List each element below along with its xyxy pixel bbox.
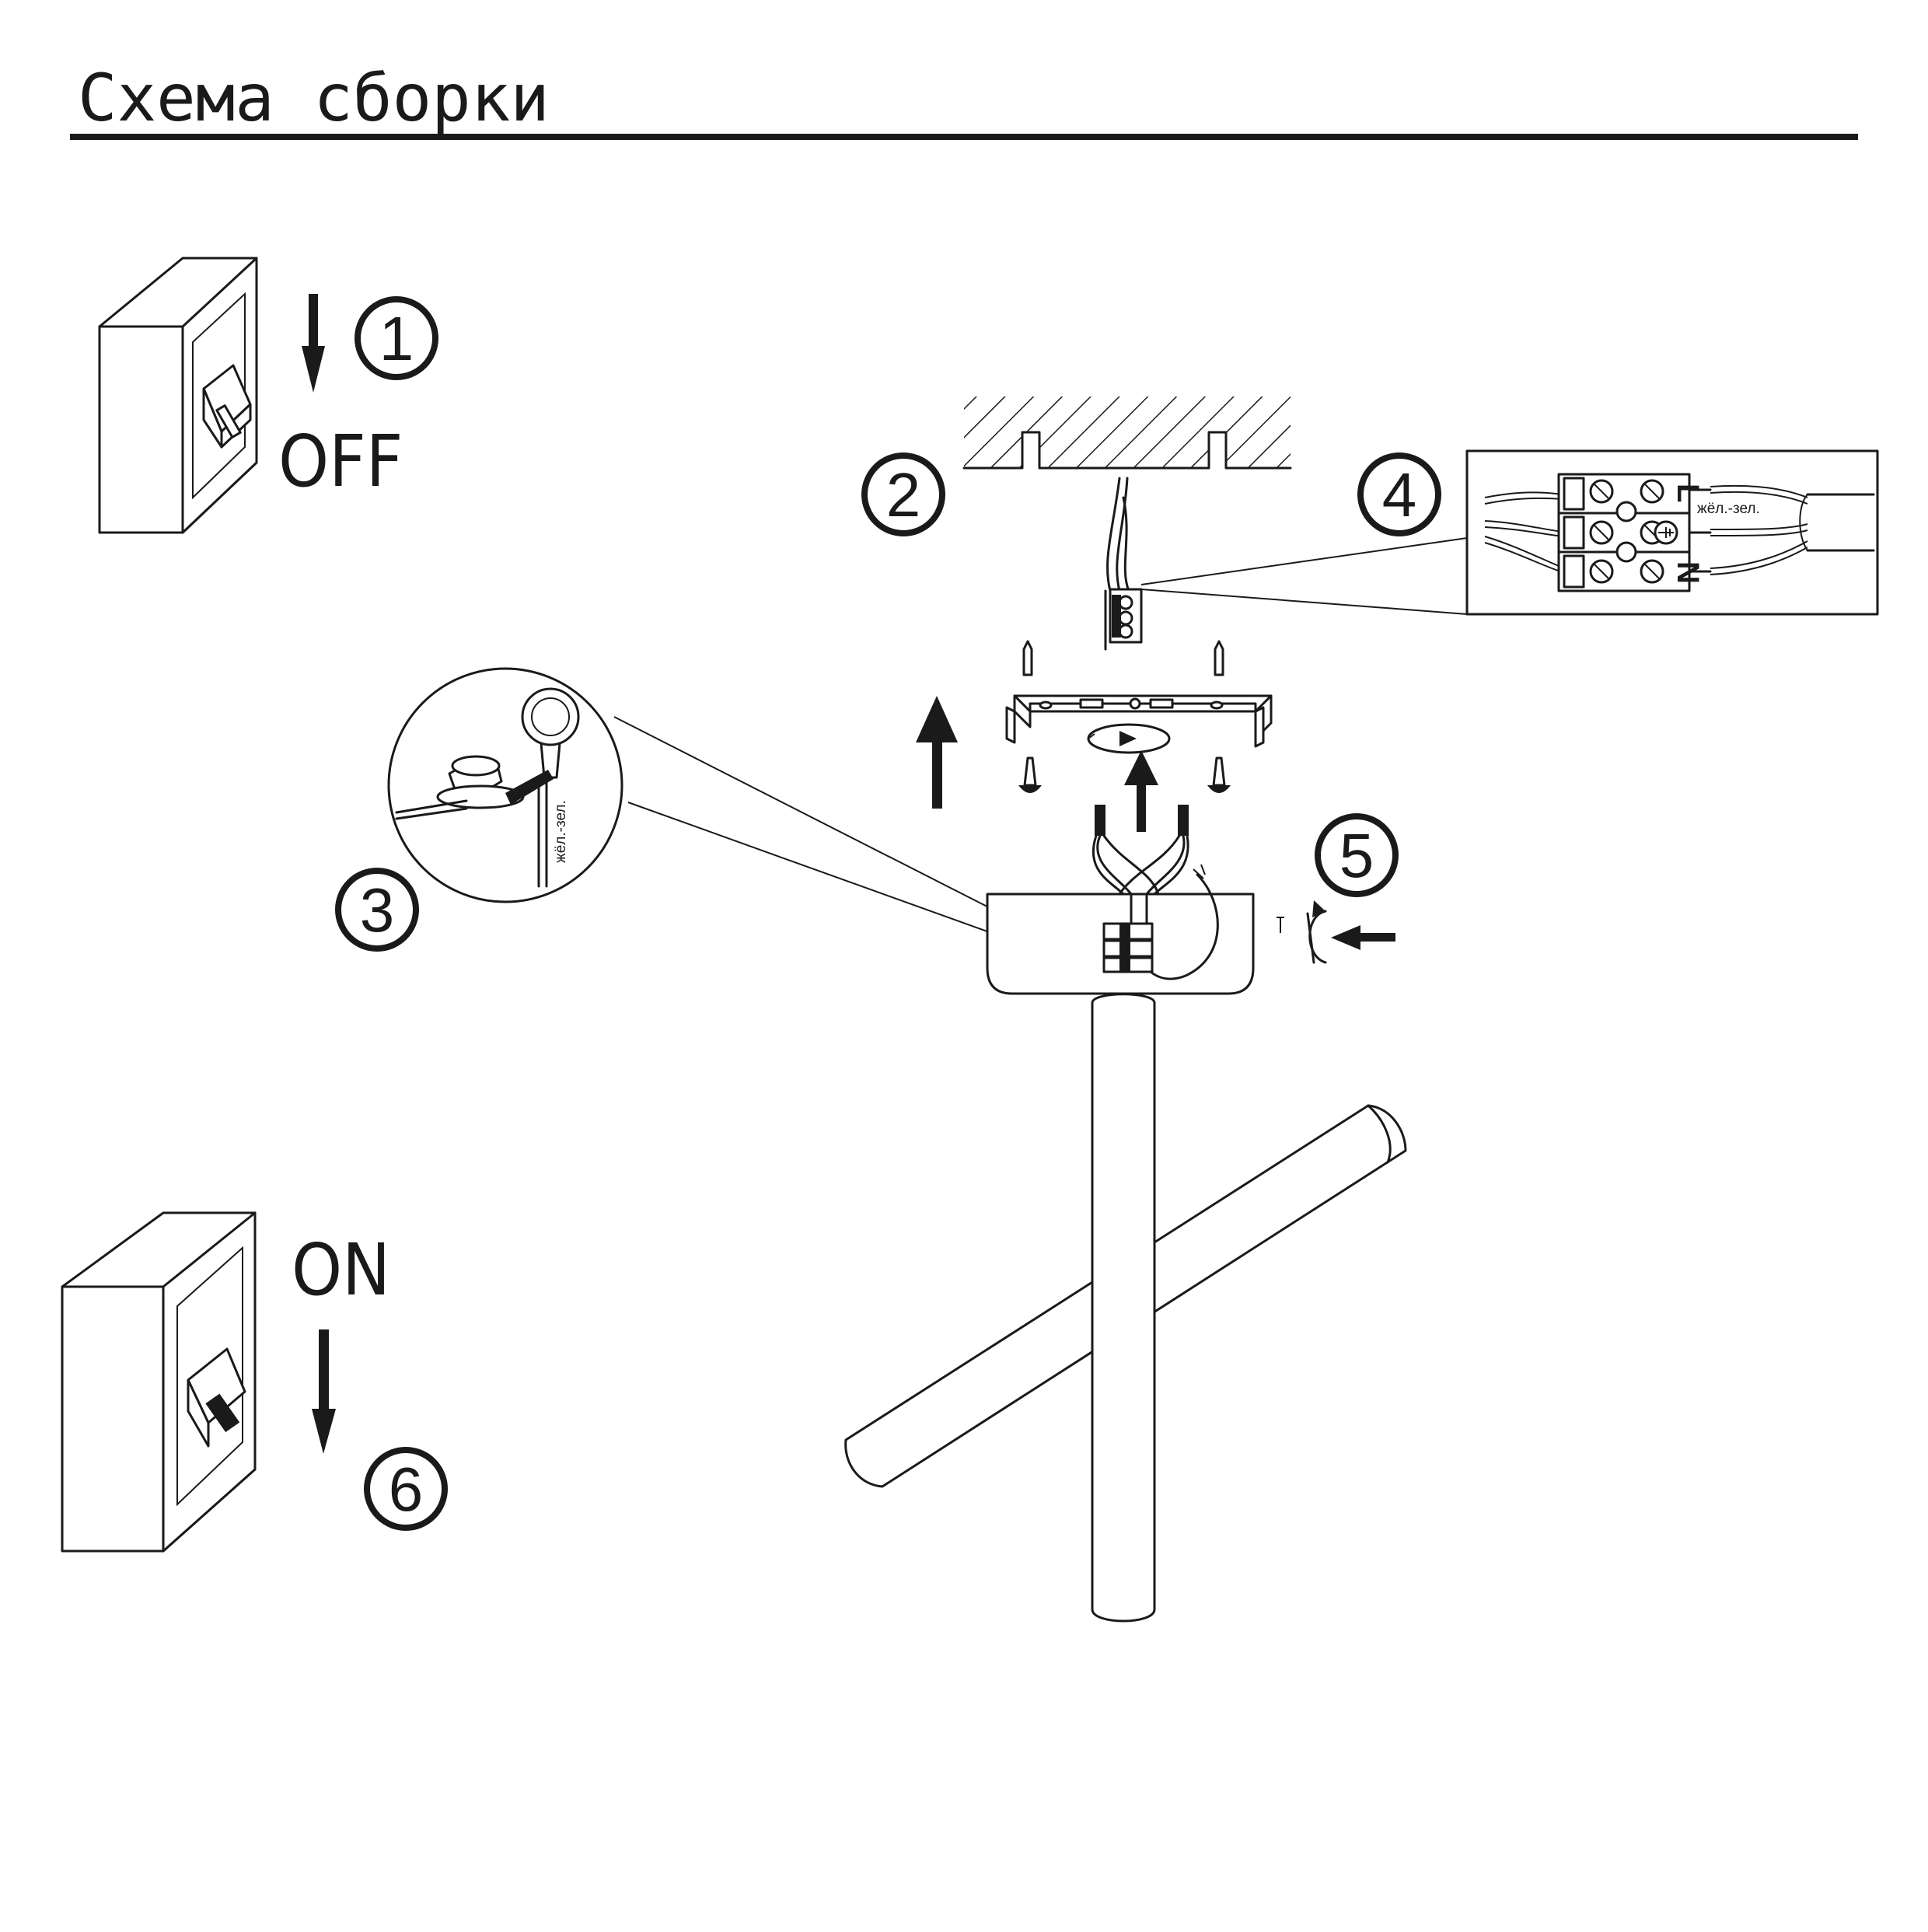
step-4-badge: 4	[1357, 452, 1441, 536]
step-3-badge: 3	[335, 868, 419, 952]
switch-off-label: OFF	[278, 420, 403, 503]
ground-wire-label: жёл.-зел.	[553, 800, 569, 863]
mains-cable	[1104, 477, 1143, 651]
arrow-up-left-icon	[916, 696, 958, 809]
ground-screw-detail: жёл.-зел.	[387, 667, 1109, 974]
arrow-up-center-icon	[1124, 750, 1158, 832]
svg-text:2: 2	[886, 460, 921, 529]
wall-plug-left-icon	[1022, 640, 1033, 676]
rotate-arrow-icon	[1087, 723, 1171, 754]
ground-wire-label-detail: жёл.-зел.	[1697, 501, 1760, 517]
diagram-title: Схема сборки	[78, 60, 550, 136]
arrow-left-icon	[1331, 925, 1395, 950]
terminal-live-label: L	[1671, 484, 1705, 502]
svg-text:5: 5	[1339, 821, 1374, 890]
svg-text:6: 6	[389, 1455, 424, 1524]
step-6-badge: 6	[364, 1447, 448, 1531]
step-2-badge: 2	[861, 452, 945, 536]
svg-text:4: 4	[1382, 460, 1417, 529]
svg-text:3: 3	[360, 875, 395, 945]
lamp-canopy	[986, 805, 1255, 995]
arrow-down-off-icon	[302, 294, 325, 393]
switch-off-illustration	[98, 257, 258, 534]
step-1-badge: 1	[355, 296, 438, 380]
ceiling-section	[962, 397, 1292, 471]
mounting-bracket	[1005, 694, 1273, 748]
switch-on-illustration	[61, 1211, 257, 1553]
side-screw-icon	[1277, 900, 1327, 964]
screw-right-icon	[1207, 756, 1231, 793]
lamp-vertical-tube	[1091, 993, 1156, 1623]
screw-left-icon	[1018, 756, 1042, 793]
arrow-down-on-icon	[312, 1329, 336, 1454]
wall-plug-right-icon	[1214, 640, 1224, 676]
title-underline	[70, 134, 1858, 140]
terminal-block-detail: L N жёл.-зел.	[1465, 449, 1879, 616]
header: Схема сборки	[70, 60, 1858, 140]
step-5-badge: 5	[1315, 813, 1399, 897]
switch-on-label: ON	[292, 1228, 390, 1312]
svg-text:1: 1	[379, 304, 414, 373]
earth-ground-icon	[1654, 520, 1678, 545]
